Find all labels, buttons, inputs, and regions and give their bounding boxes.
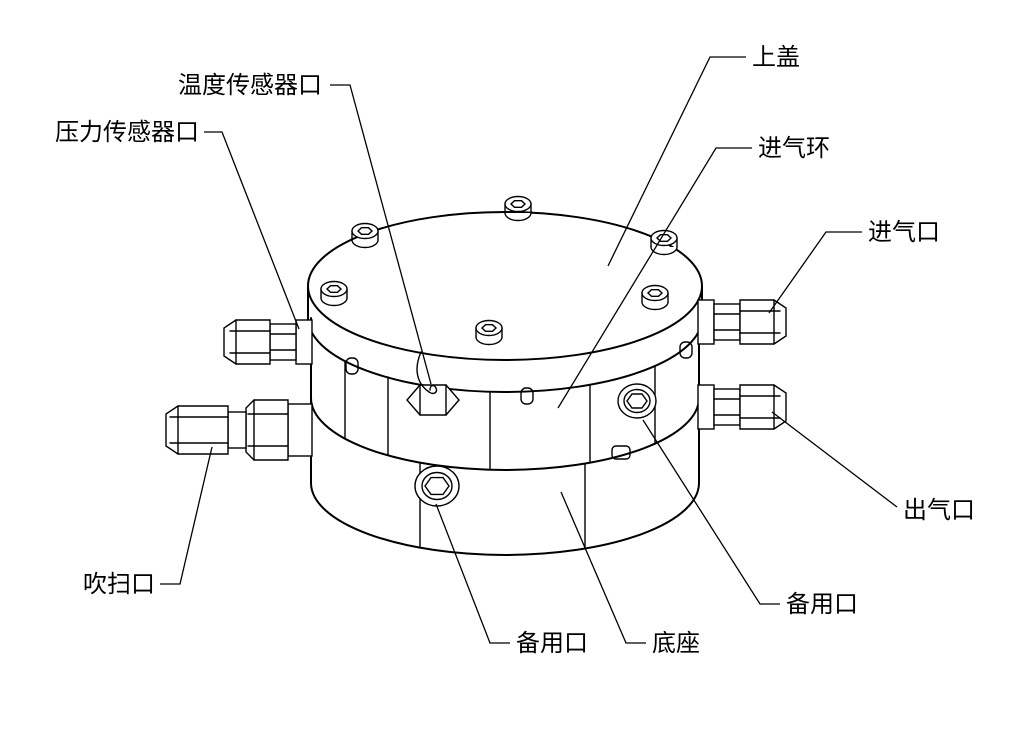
pressure-sensor-port-fitting	[223, 319, 313, 365]
label-temp-sensor-port: 温度传感器口	[178, 72, 322, 99]
label-top-cover: 上盖	[752, 44, 800, 71]
label-intake-port: 进气口	[868, 219, 940, 246]
label-spare-port-right: 备用口	[786, 591, 858, 618]
device-body	[165, 195, 787, 556]
leader-intake-ring	[557, 147, 752, 409]
part-labels: 温度传感器口 压力传感器口 上盖 进气环 进气口 出气口 吹扫口 备用口 底座 …	[55, 44, 975, 657]
leader-outlet-port	[771, 411, 898, 508]
lid-bolt-icon	[504, 195, 532, 222]
label-spare-port-bottom: 备用口	[516, 630, 588, 657]
leader-spare-port-right	[642, 419, 780, 605]
temp-port-slot-icon	[416, 351, 438, 395]
purge-port-fitting	[165, 399, 313, 461]
leader-spare-port-bottom	[435, 503, 510, 644]
leader-pressure-sensor-port	[204, 131, 300, 330]
label-outlet-port: 出气口	[903, 497, 975, 524]
leader-base	[560, 491, 646, 644]
leader-intake-port	[768, 231, 862, 314]
lid-bolt-icon	[475, 319, 503, 346]
base-ring	[310, 397, 700, 556]
lid-bolt-icon	[641, 284, 669, 311]
label-pressure-sensor-port: 压力传感器口	[55, 119, 199, 146]
label-intake-ring: 进气环	[758, 135, 830, 162]
lid-bolt-icon	[351, 222, 379, 249]
leader-lines	[160, 56, 898, 644]
lid-bolt-icon	[320, 280, 348, 307]
label-base: 底座	[652, 630, 700, 657]
lid-bolt-icon	[650, 229, 678, 256]
ring-slot	[345, 357, 359, 375]
intake-port-fitting	[697, 299, 787, 345]
temp-sensor-port-boss	[406, 351, 460, 416]
label-purge-port: 吹扫口	[83, 571, 155, 598]
leader-temp-sensor-port	[330, 84, 432, 385]
leader-purge-port	[160, 446, 213, 585]
intake-ring	[310, 317, 700, 471]
ring-slot	[679, 341, 693, 359]
spare-port-plug-right	[617, 383, 657, 419]
spare-port-plug-front	[414, 465, 460, 507]
outlet-port-fitting	[697, 384, 787, 430]
lid-bolts	[320, 195, 678, 346]
leader-top-cover	[607, 56, 746, 267]
